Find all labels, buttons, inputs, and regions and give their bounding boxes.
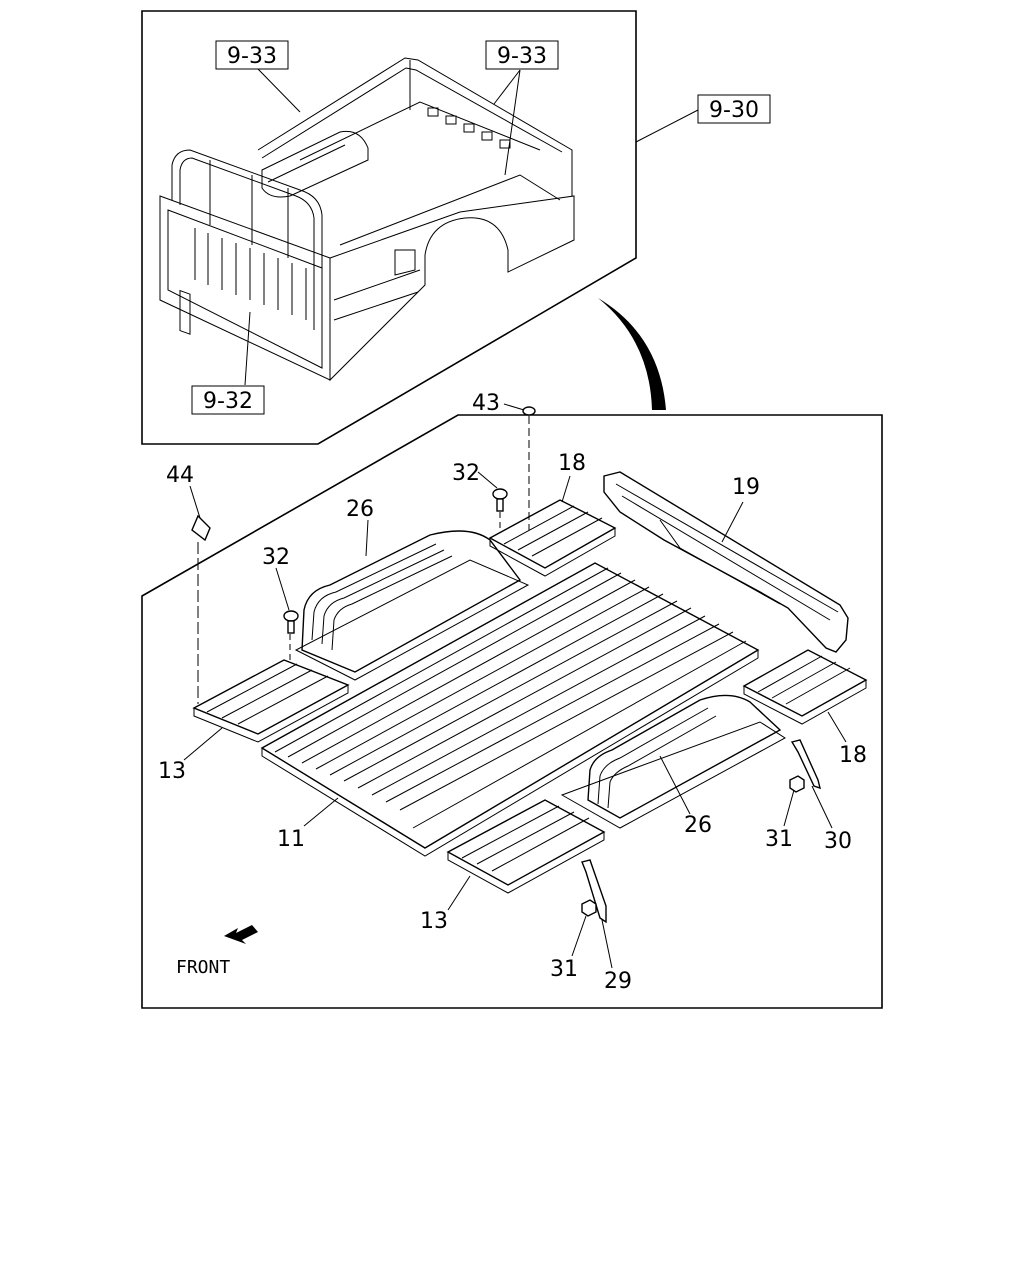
callout-26-right: 26 (684, 813, 712, 838)
ref-box-9-32: 9-32 (191, 385, 265, 415)
ref-box-9-33-right: 9-33 (485, 40, 559, 70)
ref-box-9-30: 9-30 (697, 94, 771, 124)
callout-19: 19 (732, 475, 760, 500)
callout-26-left: 26 (346, 497, 374, 522)
callout-32-rear: 32 (452, 461, 480, 486)
bracket-30 (790, 739, 821, 790)
floor-plate-18-front (742, 649, 868, 725)
front-indicator: FRONT (176, 925, 258, 978)
ref-label: 9-33 (497, 44, 547, 69)
callout-13-left: 13 (158, 759, 186, 784)
plug-43 (522, 406, 536, 416)
bracket-29 (581, 859, 607, 924)
rear-sill-19 (603, 471, 849, 653)
callout-13-front: 13 (420, 909, 448, 934)
truck-bed-illustration (159, 57, 575, 382)
nut-31-right (789, 775, 805, 793)
side-slots (427, 107, 511, 149)
callout-30: 30 (824, 829, 852, 854)
callout-29: 29 (604, 969, 632, 994)
floor-parts-panel: 43 44 32 18 19 26 32 13 11 18 26 31 30 1… (141, 391, 883, 1009)
explode-arrow (598, 298, 666, 410)
callout-31-right: 31 (765, 827, 793, 852)
front-arrow-icon (224, 925, 258, 944)
callout-18-front: 18 (839, 743, 867, 768)
wheelhouse-26-right (560, 694, 786, 829)
callout-43: 43 (472, 391, 500, 416)
leader-lines (183, 403, 847, 969)
callout-numbers: 43 44 32 18 19 26 32 13 11 18 26 31 30 1… (158, 391, 867, 994)
bracket-44 (191, 514, 211, 542)
callout-31-front: 31 (550, 957, 578, 982)
nut-31-front (581, 899, 597, 917)
ref-box-9-33-left: 9-33 (215, 40, 289, 70)
ref-label: 9-30 (709, 98, 759, 123)
wheelhouse-26-left (294, 530, 530, 681)
floor-piece-13-left (192, 659, 350, 743)
bolt-32-left (283, 610, 299, 634)
floor-plate-18-rear (488, 499, 617, 577)
ref-label: 9-32 (203, 389, 253, 414)
floor-panel-11 (260, 562, 760, 857)
bolt-32-rear (492, 488, 508, 512)
callout-44: 44 (166, 463, 194, 488)
ref-label: 9-33 (227, 44, 277, 69)
front-label: FRONT (176, 957, 230, 978)
floor-piece-13-front (446, 799, 606, 894)
callout-32-left: 32 (262, 545, 290, 570)
panel-slots (179, 228, 307, 335)
callout-11: 11 (277, 827, 305, 852)
bed-assembly-inset: 9-33 9-33 9-30 9-32 (141, 10, 771, 445)
callout-18-rear: 18 (558, 451, 586, 476)
